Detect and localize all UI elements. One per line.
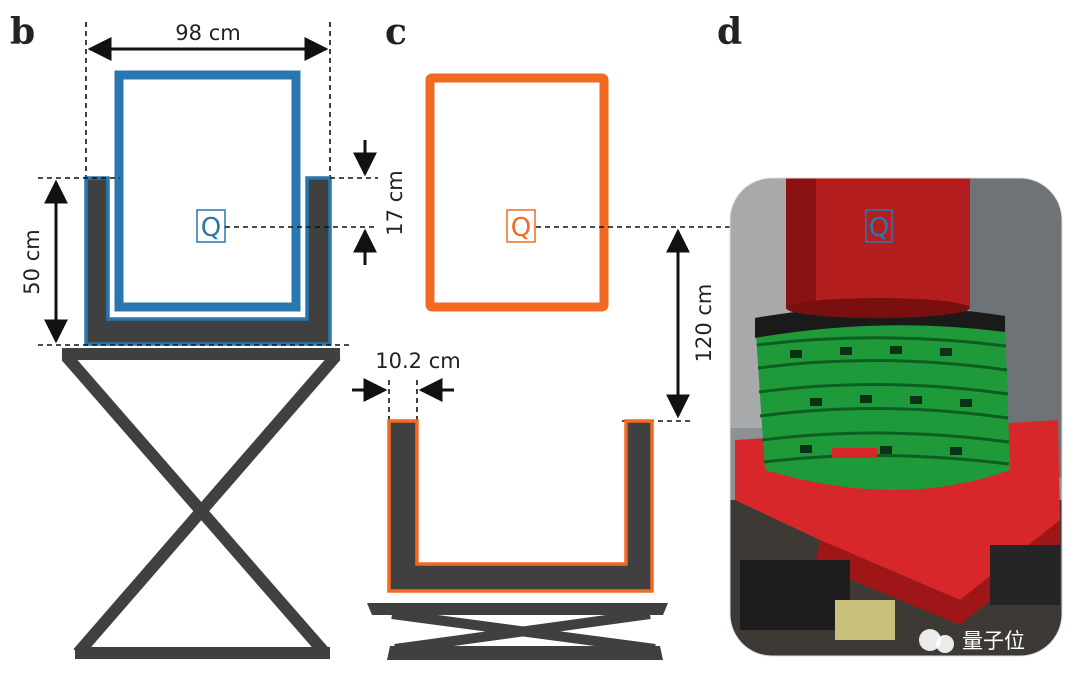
u-holder-c (387, 419, 654, 593)
panel-d-letter: d (717, 11, 742, 53)
lift-stand-c (367, 603, 668, 660)
panel-c-letter: c (385, 11, 407, 53)
u-holder (84, 176, 332, 346)
height-label: 50 cm (20, 229, 44, 294)
label-text: 量子位 (962, 629, 1025, 653)
q-marker-d: Q (869, 213, 889, 243)
photo-border (729, 177, 1063, 657)
offset-label: 17 cm (383, 170, 407, 235)
tub-outline (114, 70, 301, 312)
q-box-d (865, 209, 893, 243)
panel-c: c Q 120 cm 10.2 cm (352, 11, 868, 660)
lift-stand-b (61, 348, 341, 659)
chat-icon (919, 629, 941, 651)
panel-b: b 98 cm Q 50 cm 17 cm (10, 11, 407, 659)
q-box-b (196, 209, 226, 243)
wall-label: 10.2 cm (375, 349, 460, 373)
chat-icon-2 (936, 635, 954, 653)
panel-b-letter: b (10, 11, 35, 53)
label-badge: 量子位 (919, 629, 1025, 653)
width-label: 98 cm (175, 21, 240, 45)
q-box-c (506, 209, 536, 243)
q-marker-b: Q (201, 213, 221, 243)
panel-d: d (717, 11, 1063, 657)
q-marker-c: Q (511, 213, 531, 243)
photo (730, 178, 1062, 656)
tub-outline-c (425, 73, 609, 312)
gap-label: 120 cm (692, 284, 716, 363)
